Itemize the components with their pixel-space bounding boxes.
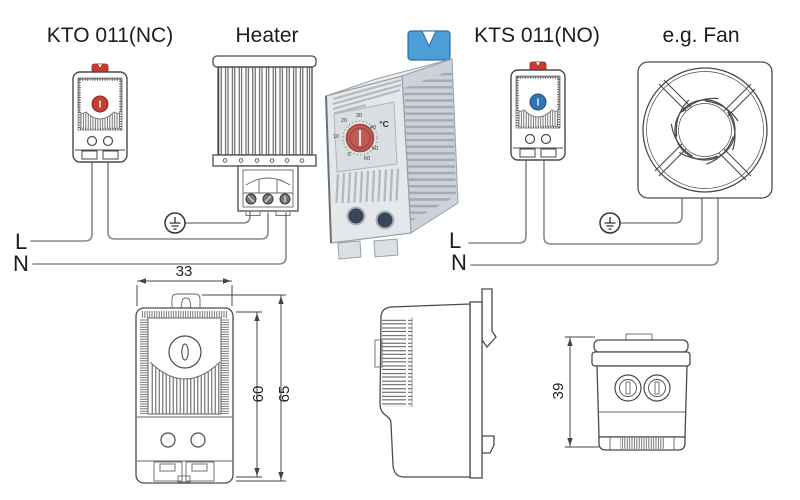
wiring-left: [30, 160, 287, 265]
terminal-left: [614, 374, 642, 402]
front-view-drawing: [135, 293, 234, 484]
bottom-view-drawing: [591, 333, 691, 451]
dial-tick-60: 60: [364, 156, 370, 162]
foot-right: [373, 238, 399, 258]
wire-kts-to-fan: [543, 158, 703, 245]
dial-tick-50: 50: [372, 146, 378, 152]
wire-neutral-to-fan: [470, 197, 719, 266]
dial-tick-0: 0: [347, 152, 350, 158]
central-thermostat-photo: 0 10 20 30 40 50 60 °C: [325, 30, 459, 260]
wire-line-to-kto: [30, 160, 93, 242]
dimension-65-label: 65: [276, 386, 293, 403]
dial-unit-label: °C: [379, 119, 389, 129]
dial-scale: 0 10 20 30 40 50 60 °C: [333, 113, 389, 162]
earth-ground-icon-left: [164, 212, 186, 234]
dimension-width-33: 33: [136, 263, 233, 306]
dimension-39-label: 39: [550, 383, 567, 400]
label-neutral-right: N: [451, 250, 467, 275]
dial-tick-40: 40: [370, 125, 376, 131]
kts-device-drawing: [509, 60, 567, 162]
heater-screw-dots: [222, 158, 305, 163]
label-line-right: L: [449, 228, 461, 253]
wire-kto-to-heater: [107, 160, 269, 240]
wiring-right: [468, 158, 719, 266]
side-din-clip-bottom: [481, 435, 495, 454]
kto-device-drawing: [71, 62, 129, 164]
label-neutral-left: N: [13, 251, 29, 276]
label-kts-011-no: KTS 011(NO): [474, 24, 600, 47]
dimension-33-label: 33: [176, 263, 193, 280]
front-view-dial: [168, 335, 202, 369]
heater-drawing: [212, 55, 317, 216]
wire-neutral-to-heater: [32, 212, 287, 265]
dimension-height-65: 65: [202, 294, 293, 482]
earth-ground-icon-right: [599, 212, 621, 234]
mounting-hole-left: [346, 206, 366, 226]
mounting-hole-right: [375, 210, 395, 230]
label-line-left: L: [15, 229, 27, 254]
fan-drawing: [637, 61, 773, 199]
wire-line-to-kts: [468, 158, 527, 244]
foot-left: [337, 240, 362, 260]
dial-tick-20: 20: [341, 118, 347, 124]
dial-tick-30: 30: [356, 113, 362, 119]
front-upper-vents: [332, 78, 402, 115]
label-kto-011-nc: KTO 011(NC): [47, 24, 173, 47]
wire-ground-to-heater: [185, 211, 251, 224]
front-lower-vents: [335, 168, 400, 204]
terminal-right: [643, 374, 671, 402]
dimension-60-label: 60: [250, 386, 267, 403]
label-eg-fan: e.g. Fan: [662, 24, 739, 47]
dimension-height-60: 60: [236, 311, 267, 478]
side-din-clip-top: [481, 288, 497, 349]
label-heater: Heater: [235, 24, 298, 47]
side-view-drawing: [374, 288, 497, 479]
wire-ground-to-fan: [620, 197, 683, 224]
dial-tick-10: 10: [333, 134, 339, 140]
dimension-depth-39: 39: [550, 336, 599, 448]
